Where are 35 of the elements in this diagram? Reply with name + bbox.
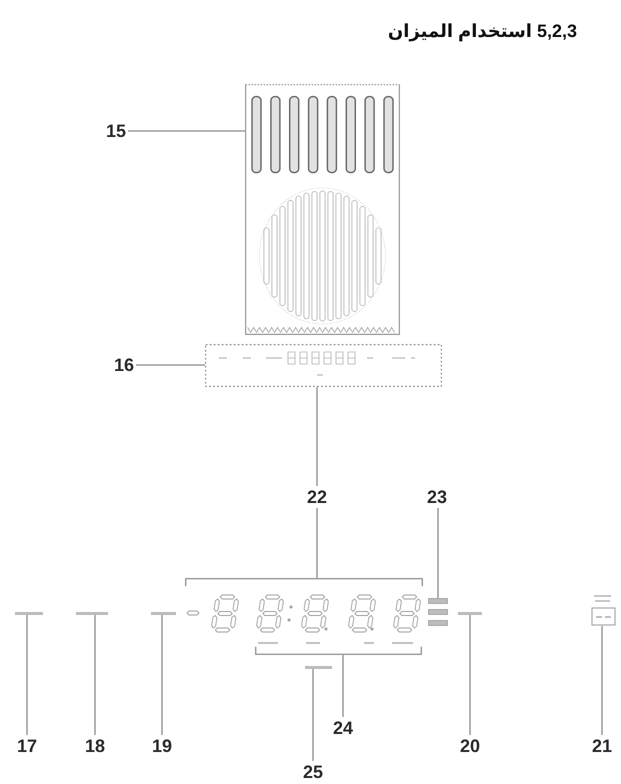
scale-drawing [245, 84, 400, 334]
display-panel [205, 344, 442, 387]
leader-line [316, 387, 318, 486]
bracket [255, 646, 422, 655]
indicator-mark [15, 612, 43, 614]
callout-number: 25 [301, 761, 326, 783]
callout-number: 20 [458, 735, 482, 757]
callout-number: 23 [425, 486, 450, 508]
callout-number: 16 [112, 354, 136, 376]
callout-number: 22 [305, 486, 330, 508]
leader-line [601, 626, 603, 735]
leader-line [316, 508, 318, 578]
callout-number: 17 [15, 735, 40, 757]
bracket [185, 578, 423, 587]
callout-number: 15 [104, 120, 128, 142]
indicator-mark [76, 612, 108, 614]
bar-indicator [428, 598, 448, 625]
section-title: 5,2,3 استخدام الميزان [388, 20, 577, 42]
leader-line [94, 614, 96, 735]
indicator-mark [150, 612, 176, 614]
leader-line [312, 668, 314, 761]
indicator-mark [304, 666, 332, 668]
callout-number: 19 [150, 735, 174, 757]
leader-line [128, 130, 245, 132]
leader-line [136, 364, 205, 366]
callout-number: 21 [590, 735, 614, 757]
leader-line [161, 614, 163, 735]
leader-line [26, 614, 28, 735]
leader-line [437, 508, 439, 598]
callout-number: 24 [331, 717, 356, 739]
callout-number: 18 [83, 735, 108, 757]
leader-line [469, 614, 471, 735]
leader-line [342, 655, 344, 717]
indicator-icon [591, 594, 616, 626]
indicator-mark [458, 612, 482, 614]
